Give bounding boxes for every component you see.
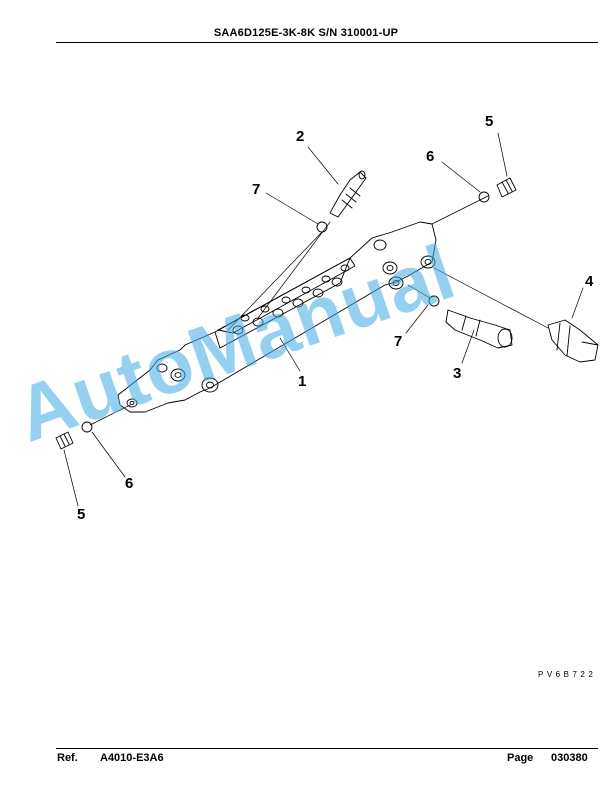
callout-3: 3 bbox=[453, 365, 462, 382]
plug-part-left bbox=[55, 431, 74, 450]
callout-5-lower: 5 bbox=[77, 506, 86, 523]
page-value: 030380 bbox=[551, 752, 588, 764]
plug-part-top bbox=[496, 177, 517, 198]
flow-damper-part bbox=[445, 309, 513, 349]
o-ring-7-lower bbox=[428, 295, 440, 307]
leader-lines bbox=[63, 132, 584, 507]
callout-7-upper: 7 bbox=[252, 181, 261, 198]
callout-2: 2 bbox=[296, 128, 305, 145]
header-rule bbox=[56, 42, 598, 43]
callout-5-upper: 5 bbox=[485, 113, 494, 130]
pressure-sensor-part bbox=[547, 319, 599, 363]
callout-1: 1 bbox=[298, 373, 307, 390]
common-rail-body bbox=[117, 221, 437, 413]
callout-6-upper: 6 bbox=[426, 148, 435, 165]
callout-4: 4 bbox=[585, 273, 594, 290]
ref-value: A4010-E3A6 bbox=[100, 752, 164, 764]
ref-label: Ref. bbox=[57, 752, 78, 764]
page-label: Page bbox=[507, 752, 534, 764]
o-ring-6-upper bbox=[478, 191, 490, 203]
o-ring-6-lower bbox=[81, 421, 93, 433]
callout-6-lower: 6 bbox=[125, 475, 134, 492]
callout-7-lower: 7 bbox=[394, 333, 403, 350]
footer-rule bbox=[56, 748, 598, 749]
pressure-limiter-part bbox=[329, 170, 367, 218]
drawing-code: PV6B722 bbox=[538, 670, 597, 679]
o-ring-7-upper bbox=[316, 221, 328, 233]
page-title: SAA6D125E-3K-8K S/N 310001-UP bbox=[213, 27, 399, 39]
assembly-lines bbox=[89, 195, 549, 426]
